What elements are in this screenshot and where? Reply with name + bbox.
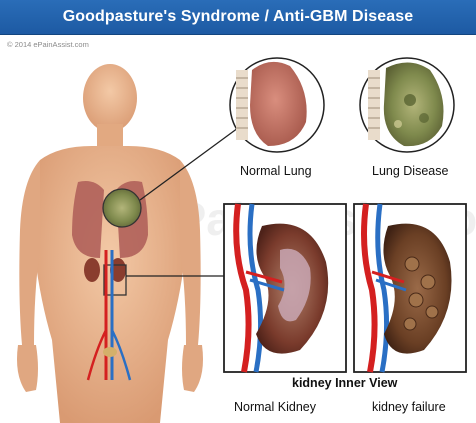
human-body <box>17 64 203 423</box>
kidney-inner-view-label: kidney Inner View <box>292 376 397 390</box>
lung-highlight-circle <box>103 189 141 227</box>
lung-disease-label: Lung Disease <box>372 164 448 178</box>
normal-lung-label: Normal Lung <box>240 164 312 178</box>
normal-lung-image <box>230 58 324 152</box>
diseased-lung-image <box>360 58 454 152</box>
failed-kidney-panel <box>354 204 466 372</box>
normal-kidney-panel <box>224 204 346 372</box>
normal-kidney-label: Normal Kidney <box>234 400 316 414</box>
kidney-failure-label: kidney failure <box>372 400 446 414</box>
